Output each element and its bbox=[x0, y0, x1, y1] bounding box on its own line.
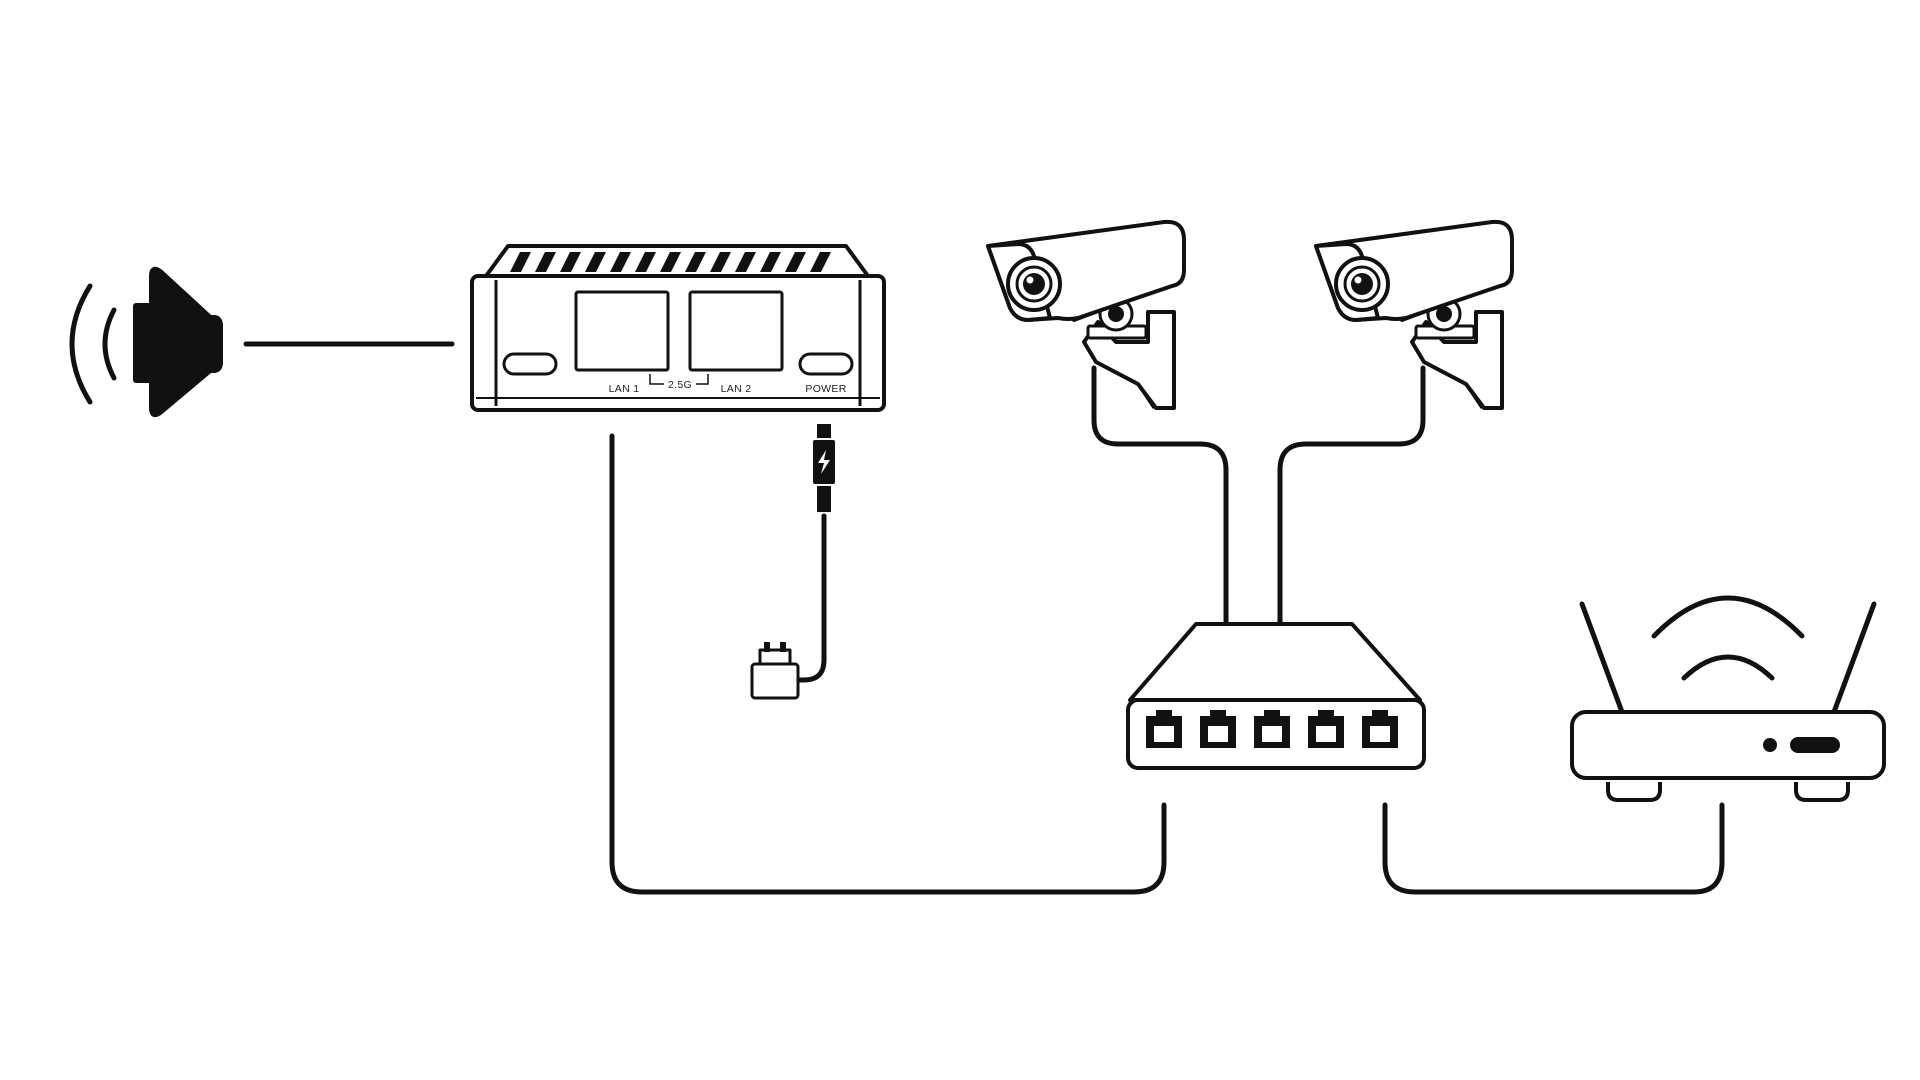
device-to-switch-cable bbox=[609, 433, 1167, 895]
speaker-icon bbox=[69, 266, 223, 418]
camera-right-icon bbox=[1314, 219, 1514, 410]
cables bbox=[243, 341, 1725, 895]
switch-to-router-cable bbox=[1382, 802, 1725, 895]
lan2-port bbox=[688, 290, 784, 372]
camera-left-icon bbox=[986, 219, 1186, 410]
power-adapter-icon bbox=[750, 642, 800, 700]
camera-right-cable bbox=[1277, 365, 1426, 669]
lan2-label: LAN 2 bbox=[721, 383, 752, 395]
power-cable bbox=[792, 513, 827, 683]
power-label: POWER bbox=[805, 383, 846, 395]
wifi-router-icon bbox=[1570, 595, 1886, 802]
lan1-label: LAN 1 bbox=[609, 383, 640, 395]
camera-left-cable bbox=[1091, 365, 1229, 669]
lan1-port bbox=[574, 290, 670, 372]
heatsink-fins bbox=[510, 252, 831, 272]
led-left bbox=[502, 352, 558, 376]
speed-label: 2.5G bbox=[668, 379, 692, 391]
network-switch-icon bbox=[1126, 622, 1426, 770]
usb-c-plug-icon bbox=[813, 424, 835, 512]
led-power bbox=[798, 352, 854, 376]
mini-pc-icon: LAN 1 2.5G LAN 2 POWER bbox=[470, 244, 886, 412]
